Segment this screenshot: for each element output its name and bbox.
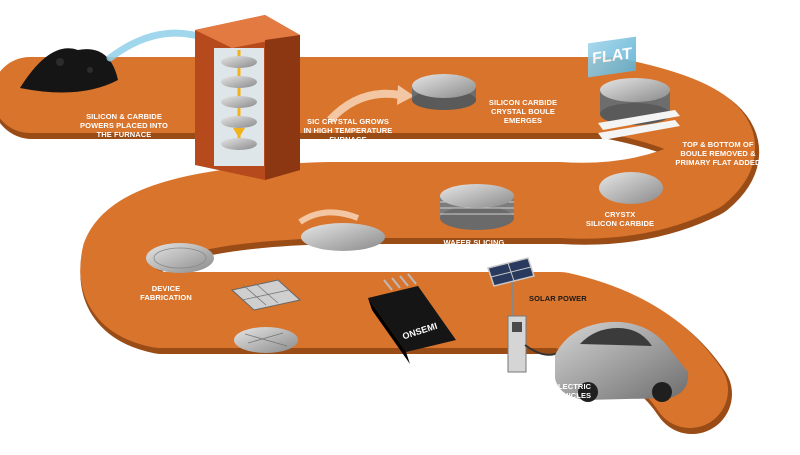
- step-powder-label: SILICON & CARBIDE POWERS PLACED INTO THE…: [80, 112, 168, 139]
- growth-arrow-icon: [327, 89, 401, 123]
- flat-badge: FLAT: [588, 36, 636, 78]
- epitaxy-wafer-icon: [298, 209, 385, 251]
- furnace-icon: [195, 15, 300, 180]
- step-crystal-grows-label: SIC CRYSTAL GROWS IN HIGH TEMPERATURE FU…: [303, 117, 393, 144]
- step-crystx-label: CRYSTX SILICON CARBIDE: [585, 210, 655, 228]
- step-boule-emerges-label: SILICON CARBIDE CRYSTAL BOULE EMERGES: [488, 98, 558, 125]
- step-wafer-dicing-label: WAFER DICING: [239, 358, 297, 367]
- powder-pile-icon: [20, 48, 118, 93]
- charging-station-icon: [507, 315, 561, 373]
- step-flat-added-label: TOP & BOTTOM OF BOULE REMOVED & PRIMARY …: [675, 140, 761, 167]
- die-grid-icon: [230, 279, 302, 311]
- solar-panel-icon: [487, 257, 535, 319]
- crystx-wafer-icon: [599, 172, 663, 204]
- fabricated-wafer-icon: [146, 243, 214, 273]
- step-wafer-slicing-label: WAFER SLICING: [443, 238, 505, 247]
- boule-icon: [412, 74, 476, 110]
- diced-wafer-icon: [234, 327, 298, 353]
- step-device-fabrication-label: DEVICE FABRICATION: [140, 284, 192, 302]
- growth-arrowhead-icon: [397, 85, 414, 105]
- electric-car-icon: [555, 321, 689, 402]
- sliced-boule-icon: [598, 78, 680, 140]
- chip-package-icon: [368, 273, 456, 364]
- step-epitaxy-label: EPITAXY: [321, 264, 355, 273]
- step-device-packaging-label: DEVICE PACKAGING: [366, 372, 444, 381]
- step-solar-power-label: SOLAR POWER: [529, 294, 587, 303]
- step-electric-vehicles-label: ELECTRIC VEHICLES: [552, 382, 592, 400]
- step-charging-station-label: CHARGING STSTION: [490, 378, 532, 396]
- wafer-stack-icon: [440, 184, 514, 230]
- process-ribbon: [0, 57, 759, 434]
